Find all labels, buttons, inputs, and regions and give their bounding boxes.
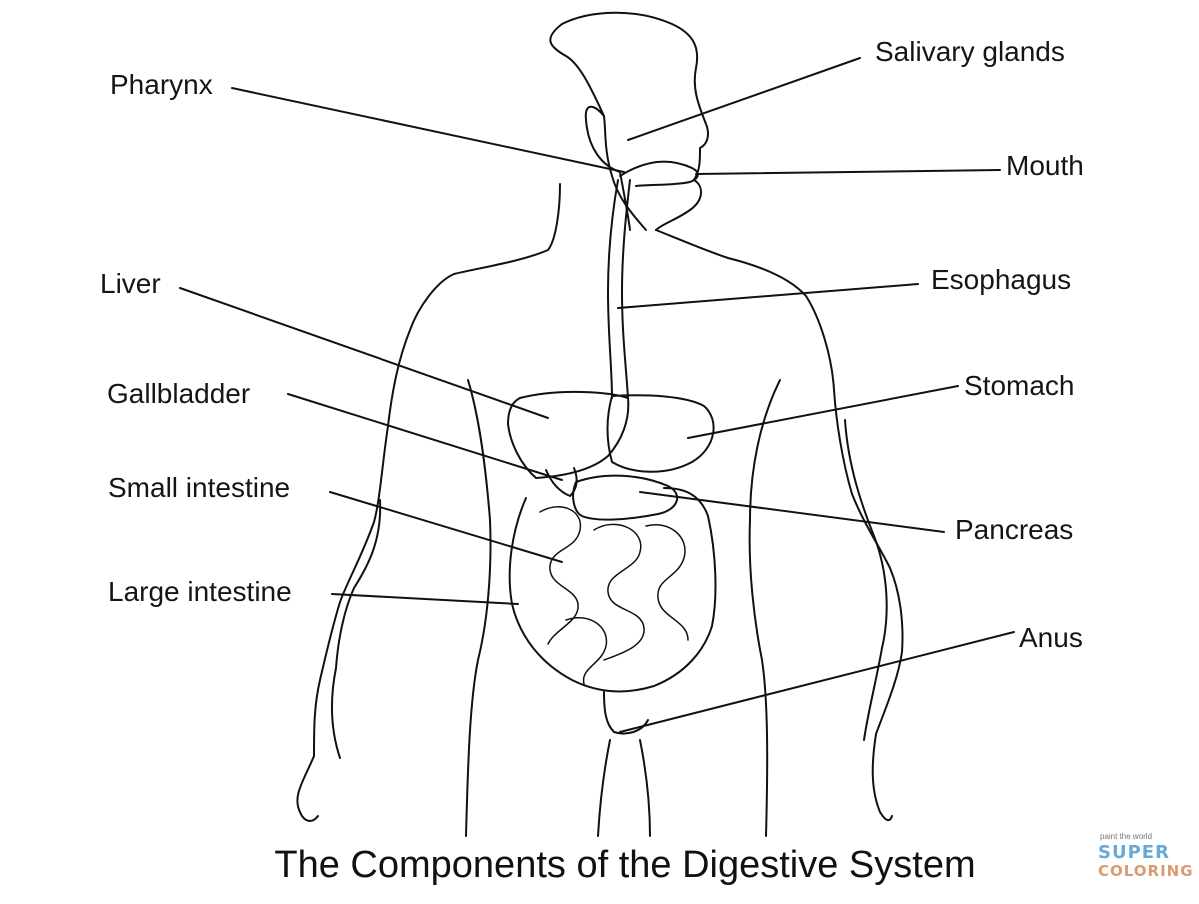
watermark-bottom: COLORING <box>1098 862 1194 880</box>
body-outline <box>296 11 904 837</box>
label-small-intestine: Small intestine <box>108 472 291 503</box>
label-mouth: Mouth <box>1006 150 1084 181</box>
label-gallbladder: Gallbladder <box>107 378 251 409</box>
leader-line-anus <box>619 631 1015 733</box>
label-pancreas: Pancreas <box>955 514 1074 545</box>
liver-shape <box>507 390 630 479</box>
label-liver: Liver <box>100 268 161 299</box>
label-anus: Anus <box>1019 622 1083 653</box>
leader-line-salivary-glands <box>627 57 861 141</box>
leader-line-esophagus <box>617 283 919 309</box>
leader-line-pancreas <box>639 491 945 533</box>
label-large-intestine: Large intestine <box>108 576 292 607</box>
leader-line-small-intestine <box>329 491 563 563</box>
small-intestine-coils <box>539 506 689 685</box>
legs-inner <box>597 739 651 837</box>
large-intestine-shape <box>508 487 717 693</box>
neck-and-shoulders <box>296 183 904 822</box>
watermark-top: SUPER <box>1098 842 1170 863</box>
gallbladder-shape <box>545 467 578 497</box>
leader-lines <box>179 57 1015 733</box>
super-coloring-watermark: paint the world SUPER COLORING <box>1098 832 1193 882</box>
mouth-cavity-shape <box>619 160 699 187</box>
pancreas-shape <box>572 474 679 521</box>
leader-line-large-intestine <box>331 593 519 605</box>
head-outline <box>549 11 709 231</box>
leader-line-pharynx <box>231 87 625 173</box>
watermark-tagline: paint the world <box>1100 832 1153 841</box>
leader-line-gallbladder <box>287 393 563 481</box>
leader-line-stomach <box>687 385 959 439</box>
diagram-title: The Components of the Digestive System <box>274 844 976 886</box>
digestive-organs <box>507 160 717 735</box>
label-esophagus: Esophagus <box>931 264 1072 295</box>
esophagus-shape <box>607 179 631 399</box>
label-salivary-glands: Salivary glands <box>875 36 1065 67</box>
leader-line-mouth <box>695 169 1001 175</box>
leader-line-liver <box>179 287 549 419</box>
label-pharynx: Pharynx <box>110 69 213 100</box>
rectum-shape <box>603 691 649 735</box>
stomach-shape <box>606 394 715 473</box>
torso-sides <box>465 379 781 837</box>
label-stomach: Stomach <box>964 370 1075 401</box>
arms-inner <box>330 419 888 759</box>
